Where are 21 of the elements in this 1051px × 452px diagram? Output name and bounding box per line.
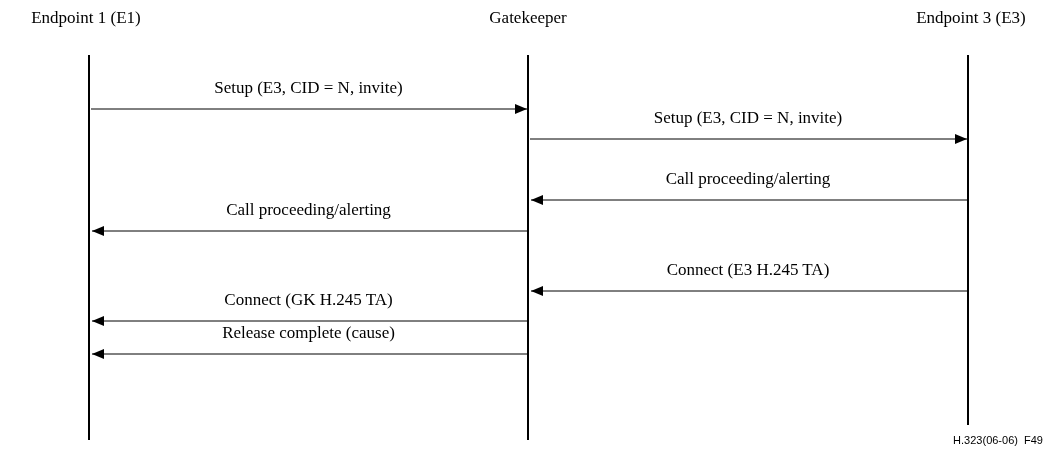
participant-label: Gatekeeper [489,8,567,28]
participant-label: Endpoint 1 (E1) [31,8,141,28]
message-arrow [530,286,968,296]
edge-label: Connect (GK H.245 TA) [222,290,395,310]
edge-label: Setup (E3, CID = N, invite) [212,78,405,98]
lifeline [967,55,969,425]
lifeline [88,55,90,440]
lifeline [527,55,529,440]
message-arrow [91,349,528,359]
message-arrow [90,104,528,114]
message-arrow [91,226,528,236]
figure-id: H.323(06-06) F49 [953,434,1043,446]
edge-label: Setup (E3, CID = N, invite) [651,108,845,128]
participant-label: Endpoint 3 (E3) [916,8,1026,28]
edge-label: Connect (E3 H.245 TA) [664,260,832,280]
edge-label: Call proceeding/alerting [663,169,833,189]
edge-label: Release complete (cause) [220,323,397,343]
message-arrow [529,134,968,144]
message-arrow [530,195,968,205]
edge-label: Call proceeding/alerting [224,200,393,220]
message-arrow [91,316,528,326]
